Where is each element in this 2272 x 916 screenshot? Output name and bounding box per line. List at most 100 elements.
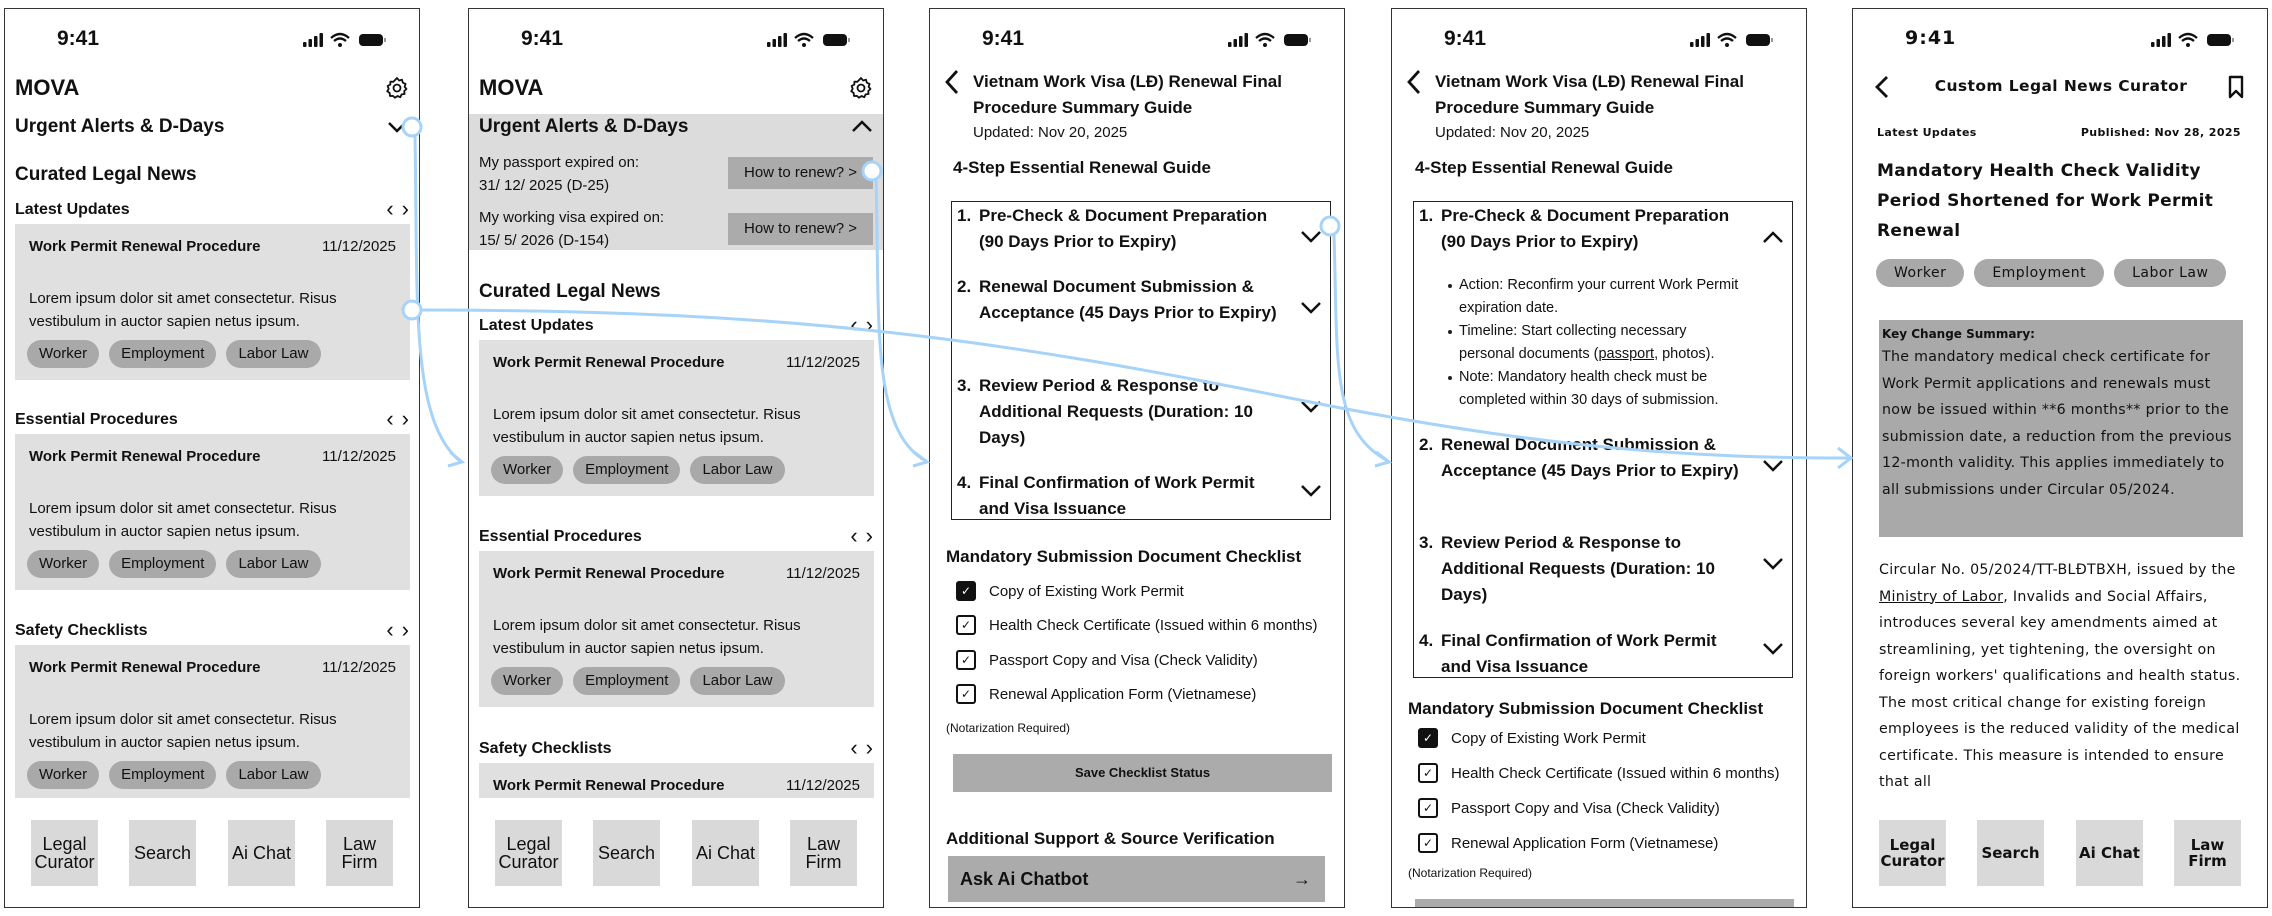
tag-chip[interactable]: Worker [27, 761, 100, 789]
nav-legal-curator-button[interactable]: Legal Curator [495, 820, 562, 886]
nav-law-firm-button[interactable]: Law Firm [326, 820, 393, 886]
urgent-alerts-title[interactable]: Urgent Alerts & D-Days [15, 116, 225, 137]
tag-chip[interactable]: Worker [1876, 259, 1965, 287]
tag-chip[interactable]: Labor Law [690, 456, 785, 484]
back-chevron-icon[interactable] [1873, 75, 1891, 99]
checklist-item[interactable]: ✓Health Check Certificate (Issued within… [956, 615, 1317, 635]
nav-ai-chat-button[interactable]: Ai Chat [2076, 820, 2143, 886]
chevron-down-icon[interactable] [1300, 400, 1322, 414]
nav-search-button[interactable]: Search [593, 820, 660, 886]
chevron-right-icon[interactable]: › [401, 617, 409, 642]
chevron-right-icon[interactable]: › [865, 312, 873, 337]
chevron-left-icon[interactable]: ‹ [386, 406, 394, 431]
checkbox[interactable]: ✓ [1418, 728, 1438, 748]
chevron-right-icon[interactable]: › [865, 523, 873, 548]
tag-chip[interactable]: Employment [109, 550, 217, 578]
chevron-down-icon[interactable] [1300, 484, 1322, 498]
tag-chip[interactable]: Labor Law [226, 550, 321, 578]
chevron-left-icon[interactable]: ‹ [850, 735, 858, 760]
tag-chip[interactable]: Labor Law [690, 667, 785, 695]
settings-gear-icon[interactable] [385, 76, 409, 105]
nav-law-firm-button[interactable]: Law Firm [2174, 820, 2241, 886]
checkbox[interactable]: ✓ [1418, 833, 1438, 853]
bookmark-icon[interactable] [2227, 75, 2245, 99]
settings-gear-icon[interactable] [849, 76, 873, 105]
checklist-item[interactable]: ✓Health Check Certificate (Issued within… [1418, 763, 1779, 783]
ask-ai-chatbot-button[interactable]: Ask Ai Chatbot→ [948, 856, 1325, 902]
chevron-down-icon[interactable] [1762, 557, 1784, 571]
checkbox[interactable]: ✓ [956, 581, 976, 601]
accordion-step[interactable]: 2.Renewal Document Submission & Acceptan… [957, 274, 1277, 326]
back-chevron-icon[interactable] [944, 69, 964, 95]
news-card[interactable]: Work Permit Renewal Procedure11/12/2025L… [479, 763, 874, 798]
checklist-item[interactable]: ✓Renewal Application Form (Vietnamese) [1418, 833, 1718, 853]
accordion-step[interactable]: 4.Final Confirmation of Work Permit and … [957, 470, 1277, 522]
tag-chip[interactable]: Employment [1974, 259, 2105, 287]
checkbox[interactable]: ✓ [956, 684, 976, 704]
passport-link[interactable]: passport [1598, 346, 1655, 362]
checklist-item[interactable]: ✓Passport Copy and Visa (Check Validity) [1418, 798, 1720, 818]
checkbox[interactable]: ✓ [956, 615, 976, 635]
chevron-left-icon[interactable]: ‹ [850, 312, 858, 337]
checklist-item[interactable]: ✓Copy of Existing Work Permit [1418, 728, 1646, 748]
checklist-item[interactable]: ✓Copy of Existing Work Permit [956, 581, 1184, 601]
nav-search-button[interactable]: Search [1977, 820, 2044, 886]
tag-chip[interactable]: Employment [573, 456, 681, 484]
tag-chip[interactable]: Worker [491, 667, 564, 695]
chevron-right-icon[interactable]: › [865, 735, 873, 760]
back-chevron-icon[interactable] [1406, 69, 1426, 95]
chevron-down-icon[interactable] [1300, 230, 1322, 244]
chevron-down-icon[interactable] [1762, 642, 1784, 656]
tag-chip[interactable]: Worker [491, 456, 564, 484]
chevron-down-icon[interactable] [387, 121, 407, 133]
chevron-left-icon[interactable]: ‹ [850, 523, 858, 548]
ministry-link[interactable]: Ministry of Labor [1879, 588, 2004, 605]
chevron-up-icon[interactable] [851, 119, 873, 133]
checkbox[interactable]: ✓ [1418, 798, 1438, 818]
checklist-item[interactable]: ✓Passport Copy and Visa (Check Validity) [956, 650, 1258, 670]
tag-chip[interactable]: Worker [27, 340, 100, 368]
accordion-step[interactable]: 3.Review Period & Response to Additional… [957, 373, 1277, 451]
accordion-step[interactable]: 1.Pre-Check & Document Preparation (90 D… [1419, 203, 1739, 255]
chevron-left-icon[interactable]: ‹ [386, 617, 394, 642]
tag-chip[interactable]: Employment [573, 667, 681, 695]
chevron-down-icon[interactable] [1300, 301, 1322, 315]
accordion-step[interactable]: 4.Final Confirmation of Work Permit and … [1419, 628, 1739, 680]
checkbox[interactable]: ✓ [1418, 763, 1438, 783]
tag-chip[interactable]: Labor Law [226, 340, 321, 368]
accordion-step[interactable]: 3.Review Period & Response to Additional… [1419, 530, 1739, 608]
tag-chip[interactable]: Labor Law [2114, 259, 2227, 287]
nav-legal-curator-button[interactable]: Legal Curator [1879, 820, 1946, 886]
accordion-step[interactable]: 2.Renewal Document Submission & Acceptan… [1419, 432, 1739, 484]
checkbox[interactable]: ✓ [956, 650, 976, 670]
chevron-up-icon[interactable] [1762, 230, 1784, 244]
chevron-left-icon[interactable]: ‹ [386, 196, 394, 221]
checklist-item[interactable]: ✓Renewal Application Form (Vietnamese) [956, 684, 1256, 704]
chevron-right-icon[interactable]: › [401, 196, 409, 221]
save-checklist-button[interactable]: Save Checklist Status [953, 754, 1332, 792]
alert-visa: My working visa expired on:15/ 5/ 2026 (… [479, 206, 664, 252]
nav-ai-chat-button[interactable]: Ai Chat [228, 820, 295, 886]
how-to-renew-passport-button[interactable]: How to renew? > [728, 157, 873, 189]
step-number: 3. [1419, 533, 1434, 552]
urgent-alerts-title[interactable]: Urgent Alerts & D-Days [479, 116, 689, 137]
accordion-step[interactable]: 1.Pre-Check & Document Preparation (90 D… [957, 203, 1277, 255]
chevron-down-icon[interactable] [1762, 459, 1784, 473]
nav-ai-chat-button[interactable]: Ai Chat [692, 820, 759, 886]
tag-chip[interactable]: Worker [27, 550, 100, 578]
nav-law-firm-button[interactable]: Law Firm [790, 820, 857, 886]
save-checklist-button[interactable] [1415, 899, 1794, 907]
tag-chip[interactable]: Employment [109, 761, 217, 789]
tag-chip[interactable]: Employment [109, 340, 217, 368]
tag-chip[interactable]: Labor Law [226, 761, 321, 789]
nav-legal-curator-button[interactable]: Legal Curator [31, 820, 98, 886]
nav-search-button[interactable]: Search [129, 820, 196, 886]
how-to-renew-visa-button[interactable]: How to renew? > [728, 213, 873, 245]
chevron-right-icon[interactable]: › [401, 406, 409, 431]
carousel-arrows: ‹› [386, 196, 409, 221]
